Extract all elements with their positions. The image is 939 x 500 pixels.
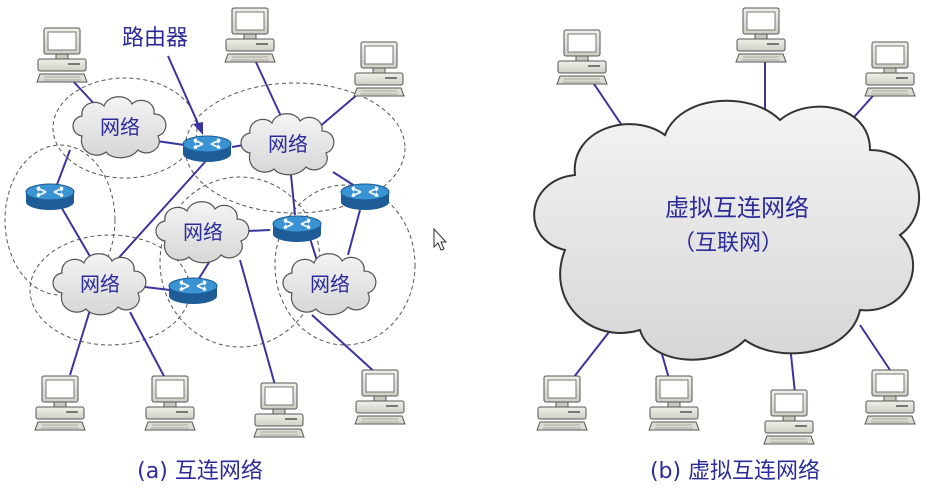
- network-cloud: 网络: [240, 113, 335, 176]
- network-cloud: 网络: [155, 201, 250, 264]
- router-icon: [340, 183, 390, 211]
- network-label: 网络: [310, 272, 350, 296]
- computer-icon: [864, 41, 916, 97]
- computer-icon: [34, 375, 86, 431]
- router-pointer-arrow: [167, 55, 203, 135]
- router-label: 路由器: [122, 26, 188, 51]
- computer-icon: [224, 7, 276, 63]
- computer-icon: [253, 382, 305, 438]
- router-icon: [168, 277, 218, 305]
- computer-icon: [144, 375, 196, 431]
- right-caption: (b) 虚拟互连网络: [650, 459, 820, 484]
- left-caption: (a) 互连网络: [137, 459, 263, 484]
- network-label: 网络: [268, 132, 308, 156]
- computer-icon: [648, 375, 700, 431]
- computer-icon: [763, 389, 815, 445]
- router-icon: [272, 215, 322, 243]
- computer-icon: [864, 369, 916, 425]
- left-diagram: 网络 网络 网络 网络 网络 路由器: [4, 7, 416, 484]
- computer-icon: [354, 369, 406, 425]
- computer-icon: [556, 29, 608, 85]
- cloud-title: 虚拟互连网络: [665, 194, 809, 222]
- mouse-cursor-icon: [433, 227, 448, 251]
- computer-icon: [36, 27, 88, 83]
- network-label: 网络: [100, 115, 140, 139]
- computer-icon: [536, 375, 588, 431]
- network-label: 网络: [183, 220, 223, 244]
- right-diagram: 虚拟互连网络 （互联网） (b) 虚拟互连网络: [533, 7, 921, 484]
- cloud-subtitle: （互联网）: [673, 231, 783, 256]
- router-icon: [25, 183, 75, 211]
- network-cloud: 网络: [72, 96, 167, 159]
- computer-icon: [353, 41, 405, 97]
- internet-cloud: [533, 99, 921, 361]
- computer-icon: [735, 7, 787, 63]
- network-cloud: 网络: [52, 253, 147, 316]
- network-label: 网络: [80, 272, 120, 296]
- network-cloud: 网络: [282, 253, 377, 316]
- router-icon: [182, 135, 232, 163]
